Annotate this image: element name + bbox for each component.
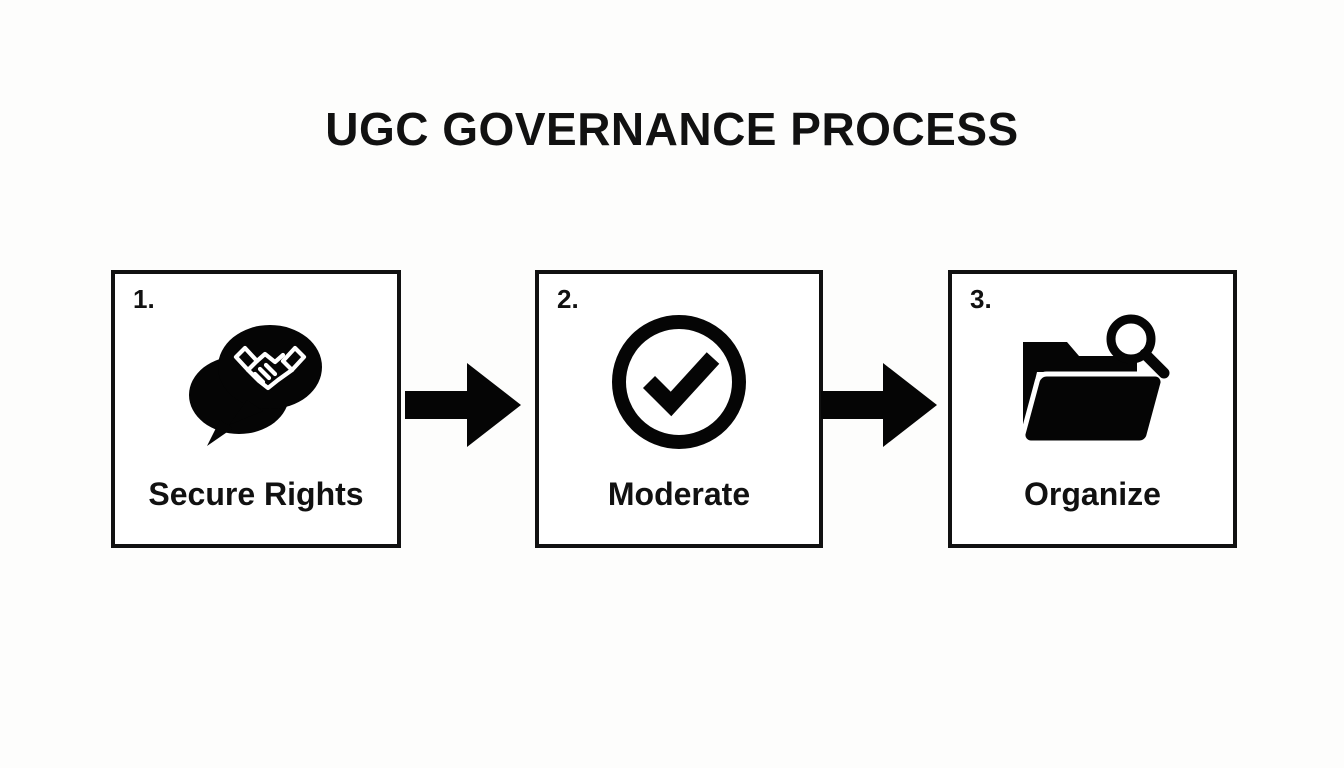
page-title: UGC GOVERNANCE PROCESS xyxy=(325,103,1019,155)
step-number-1: 1. xyxy=(133,284,155,314)
process-step-card-1[interactable]: 1. xyxy=(111,270,401,548)
step-number-2: 2. xyxy=(557,284,579,314)
arrow-right-icon-2 xyxy=(821,363,937,447)
check-circle-icon xyxy=(539,312,819,452)
folder-search-icon xyxy=(952,312,1233,452)
step-label-3: Organize xyxy=(1024,476,1161,512)
speech-bubbles-handshake-icon xyxy=(115,312,397,452)
process-flow: 1. xyxy=(111,270,1237,548)
process-step-card-3[interactable]: 3. Organize xyxy=(948,270,1237,548)
step-label-1: Secure Rights xyxy=(148,476,364,512)
step-number-3: 3. xyxy=(970,284,992,314)
arrow-right-icon-1 xyxy=(405,363,521,447)
process-step-card-2[interactable]: 2. Moderate xyxy=(535,270,823,548)
step-label-2: Moderate xyxy=(607,476,751,512)
